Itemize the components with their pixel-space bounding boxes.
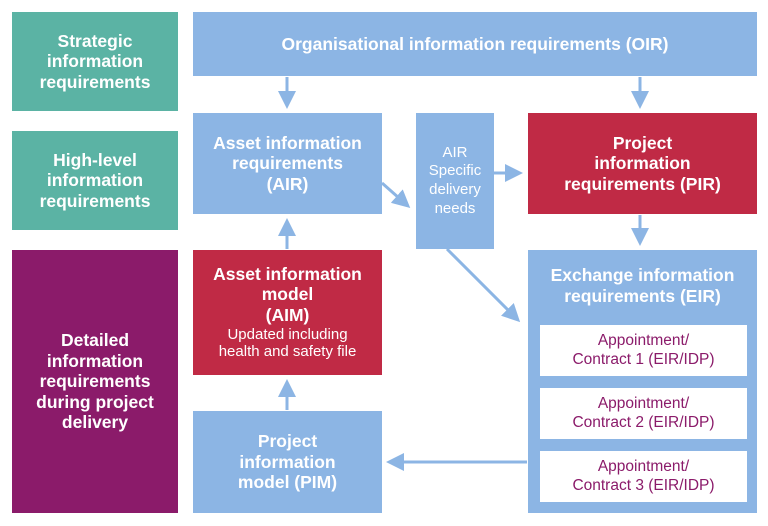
arrow-air-to-air-specific — [381, 181, 411, 208]
high-level-box: High-level information requirements — [12, 131, 178, 230]
pim-label-line: information — [239, 451, 336, 472]
level-label-line: requirements — [39, 190, 151, 211]
air-specific-label-line: needs — [434, 199, 476, 217]
appointment-contract-1: Appointment/ Contract 1 (EIR/IDP) — [540, 325, 747, 376]
pim-box: Project information model (PIM) — [193, 411, 382, 513]
appointment-label-line: Contract 1 (EIR/IDP) — [572, 350, 715, 368]
pim-label-line: Project — [257, 431, 318, 452]
appointment-label-line: Appointment/ — [597, 332, 690, 350]
aim-title-line: (AIM) — [265, 305, 310, 326]
air-specific-delivery-needs-box: AIR Specific delivery needs — [416, 113, 494, 249]
level-label-line: delivery — [61, 412, 129, 433]
level-label-line: information — [46, 51, 144, 72]
level-label-line: Strategic — [57, 30, 133, 51]
air-box: Asset information requirements (AIR) — [193, 113, 382, 214]
eir-title-line: Exchange information — [550, 265, 735, 286]
appointment-label-line: Appointment/ — [597, 458, 690, 476]
air-specific-label-line: Specific — [428, 162, 482, 180]
appointment-contract-2: Appointment/ Contract 2 (EIR/IDP) — [540, 388, 747, 439]
level-label-line: information — [46, 350, 144, 371]
appointment-contract-3: Appointment/ Contract 3 (EIR/IDP) — [540, 451, 747, 502]
appointment-label-line: Contract 3 (EIR/IDP) — [572, 476, 715, 494]
arrow-air-specific-to-eir — [445, 247, 521, 323]
pir-label-line: Project — [612, 132, 673, 153]
air-label-line: requirements — [232, 153, 343, 174]
level-label-line: High-level — [53, 149, 137, 170]
pir-label-line: information — [594, 153, 691, 174]
aim-subtitle-line: health and safety file — [218, 343, 357, 361]
eir-box: Exchange information requirements (EIR) … — [528, 250, 757, 513]
air-specific-label-line: AIR — [442, 143, 468, 161]
strategic-level-box: Strategic information requirements — [12, 12, 178, 111]
oir-box: Organisational information requirements … — [193, 12, 757, 76]
level-label-line: during project — [36, 391, 154, 412]
pim-label-line: model (PIM) — [237, 472, 338, 493]
aim-box: Asset information model (AIM) Updated in… — [193, 250, 382, 375]
eir-title: Exchange information requirements (EIR) — [528, 260, 757, 312]
level-label-line: requirements — [39, 71, 151, 92]
eir-title-line: requirements (EIR) — [564, 286, 721, 306]
aim-title-line: Asset information — [213, 263, 362, 284]
air-label-line: (AIR) — [266, 173, 309, 194]
pir-label-line: requirements (PIR) — [564, 173, 721, 194]
level-label-line: information — [46, 170, 144, 191]
level-label-line: Detailed — [60, 329, 130, 350]
air-label-line: Asset information — [213, 132, 362, 153]
aim-subtitle-line: Updated including — [227, 325, 348, 343]
detailed-level-box: Detailed information requirements during… — [12, 250, 178, 513]
level-label-line: requirements — [39, 371, 151, 392]
appointment-label-line: Appointment/ — [597, 395, 690, 413]
oir-label: Organisational information requirements … — [281, 33, 669, 54]
aim-title-line: model — [261, 284, 314, 305]
appointment-label-line: Contract 2 (EIR/IDP) — [572, 413, 715, 431]
pir-box: Project information requirements (PIR) — [528, 113, 757, 214]
air-specific-label-line: delivery — [429, 181, 481, 198]
